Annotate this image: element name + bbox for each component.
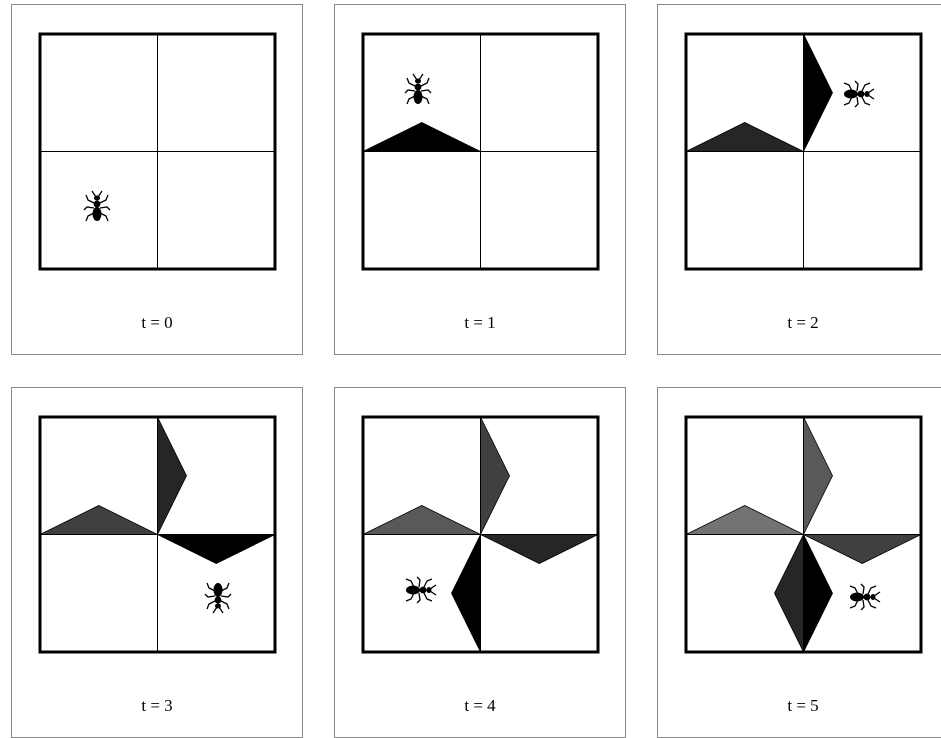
grid-t0	[12, 5, 304, 305]
time-label: t = 3	[12, 696, 302, 716]
bug-icon	[84, 191, 110, 221]
grid-t1	[335, 5, 627, 305]
panel-t4: t = 4	[334, 387, 626, 738]
grid-t2	[658, 5, 941, 305]
bug-icon	[205, 583, 231, 613]
pheromone-mark	[452, 535, 481, 653]
pheromone-mark	[804, 535, 833, 653]
pheromone-mark	[158, 417, 187, 535]
bug-icon	[844, 81, 874, 107]
panel-t2: t = 2	[657, 4, 941, 355]
panel-t5: t = 5	[657, 387, 941, 738]
pheromone-mark	[363, 506, 481, 535]
panel-t1: t = 1	[334, 4, 626, 355]
time-label: t = 5	[658, 696, 941, 716]
grid-t3	[12, 388, 304, 688]
pheromone-mark	[804, 417, 833, 535]
pheromone-mark	[804, 34, 833, 152]
pheromone-mark	[686, 123, 804, 152]
time-label: t = 1	[335, 313, 625, 333]
panel-t3: t = 3	[11, 387, 303, 738]
pheromone-mark	[481, 417, 510, 535]
pheromone-mark	[804, 535, 922, 564]
pheromone-mark	[686, 506, 804, 535]
bug-icon	[850, 584, 880, 610]
pheromone-mark	[775, 535, 804, 653]
bug-icon	[405, 74, 431, 104]
time-label: t = 0	[12, 313, 302, 333]
grid-t5	[658, 388, 941, 688]
panel-t0: t = 0	[11, 4, 303, 355]
pheromone-mark	[481, 535, 599, 564]
time-label: t = 4	[335, 696, 625, 716]
pheromone-mark	[40, 506, 158, 535]
pheromone-mark	[158, 535, 276, 564]
grid-t4	[335, 388, 627, 688]
time-label: t = 2	[658, 313, 941, 333]
pheromone-mark	[363, 123, 481, 152]
bug-icon	[406, 577, 436, 603]
